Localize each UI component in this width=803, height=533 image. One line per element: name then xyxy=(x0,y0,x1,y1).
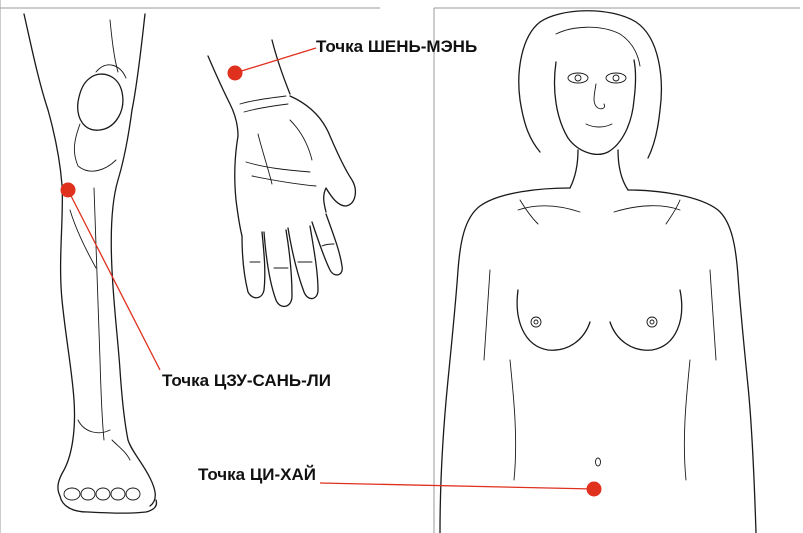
label-shen-men: Точка ШЕНЬ-МЭНЬ xyxy=(316,37,477,56)
leg-illustration xyxy=(24,14,157,513)
hand-illustration xyxy=(208,40,355,306)
marker-tszu-san-li xyxy=(61,183,76,198)
pointer-tszu-san-li xyxy=(68,190,160,370)
label-tsi-hai: Точка ЦИ-ХАЙ xyxy=(198,465,316,484)
acupoint-markers xyxy=(61,66,602,497)
marker-tsi-hai xyxy=(587,482,602,497)
pointer-tsi-hai xyxy=(320,483,594,489)
torso-illustration xyxy=(440,11,756,533)
label-tszu-san-li: Точка ЦЗУ-САНЬ-ЛИ xyxy=(162,371,331,390)
marker-shen-men xyxy=(228,66,243,81)
